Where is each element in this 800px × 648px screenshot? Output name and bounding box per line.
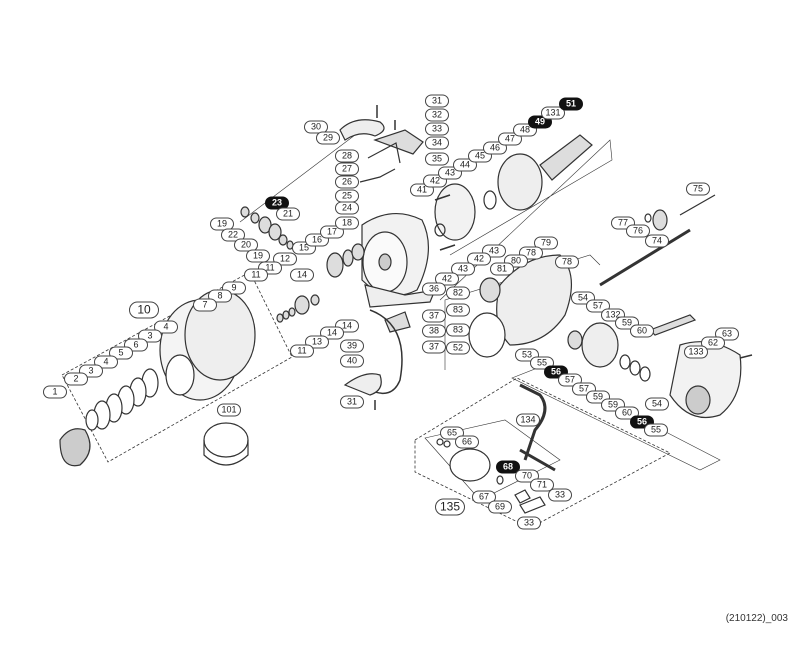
part-callout-134: 134 [516, 413, 540, 427]
part-callout-14: 14 [290, 268, 314, 282]
part-callout-42: 42 [467, 252, 491, 266]
part-callout-33: 33 [517, 516, 541, 530]
part-callout-25: 25 [335, 189, 359, 203]
part-callout-31: 31 [425, 94, 449, 108]
part-callout-52: 52 [446, 341, 470, 355]
part-callout-42: 42 [435, 272, 459, 286]
part-callout-71: 71 [530, 478, 554, 492]
part-callout-62: 62 [701, 336, 725, 350]
reel-frame [648, 314, 742, 419]
body-cover [434, 134, 593, 241]
screws [374, 105, 753, 410]
oscillation-shaft [599, 194, 716, 287]
part-callout-55: 55 [644, 423, 668, 437]
part-callout-69: 69 [488, 500, 512, 514]
part-callout-131: 131 [541, 106, 565, 120]
part-callout-39: 39 [340, 339, 364, 353]
part-callout-57: 57 [572, 382, 596, 396]
part-callout-27: 27 [335, 162, 359, 176]
part-callout-33: 33 [548, 488, 572, 502]
part-callout-33: 33 [425, 122, 449, 136]
part-callout-24: 24 [335, 201, 359, 215]
part-callout-54: 54 [645, 397, 669, 411]
handle-group-box [414, 377, 671, 529]
part-callout-83: 83 [446, 323, 470, 337]
part-callout-83: 83 [446, 303, 470, 317]
part-callout-79: 79 [534, 236, 558, 250]
rotor-group-line [239, 134, 356, 223]
part-callout-81: 81 [490, 262, 514, 276]
part-callout-36: 36 [422, 282, 446, 296]
part-callout-60: 60 [630, 324, 654, 338]
part-callout-43: 43 [451, 262, 475, 276]
part-callout-35: 35 [425, 152, 449, 166]
part-callout-29: 29 [316, 131, 340, 145]
part-callout-74: 74 [645, 234, 669, 248]
drive-gear [567, 322, 651, 382]
part-callout-40: 40 [340, 354, 364, 368]
part-callout-31: 31 [340, 395, 364, 409]
part-callout-7: 7 [193, 298, 217, 312]
part-callout-21: 21 [276, 207, 300, 221]
handle [436, 383, 556, 514]
part-callout-82: 82 [446, 286, 470, 300]
part-callout-133: 133 [684, 345, 708, 359]
part-callout-75: 75 [686, 182, 710, 196]
part-callout-11: 11 [244, 268, 268, 282]
part-callout-34: 34 [425, 136, 449, 150]
gearbox-body [468, 254, 573, 358]
part-callout-76: 76 [626, 224, 650, 238]
part-callout-101: 101 [217, 403, 241, 417]
bail-arm-top-parts [339, 119, 424, 183]
part-callout-28: 28 [335, 149, 359, 163]
part-callout-17: 17 [320, 225, 344, 239]
part-callout-67: 67 [472, 490, 496, 504]
part-callout-11: 11 [290, 344, 314, 358]
part-callout-68: 68 [496, 460, 520, 474]
part-callout-22: 22 [221, 228, 245, 242]
diagram-code: (210122)_003 [725, 613, 788, 624]
line-roller-parts [240, 206, 294, 250]
part-callout-54: 54 [571, 291, 595, 305]
part-callout-18: 18 [335, 216, 359, 230]
line-roller-arm [343, 373, 382, 396]
part-callout-10: 10 [129, 301, 159, 319]
rotor [361, 212, 436, 333]
part-callout-37: 37 [422, 309, 446, 323]
part-callout-38: 38 [422, 324, 446, 338]
part-callout-135: 135 [435, 498, 465, 516]
part-callout-37: 37 [422, 340, 446, 354]
drag-knob [59, 428, 91, 467]
part-callout-20: 20 [234, 238, 258, 252]
body-group-line [439, 139, 613, 301]
part-callout-1: 1 [43, 385, 67, 399]
part-callout-2: 2 [64, 372, 88, 386]
main-shaft-small-parts [276, 243, 365, 323]
bail-wire [369, 309, 403, 395]
part-callout-4: 4 [154, 320, 178, 334]
part-callout-19: 19 [246, 249, 270, 263]
gear-group-box [511, 366, 721, 471]
part-callout-66: 66 [455, 435, 479, 449]
part-callout-78: 78 [555, 255, 579, 269]
drag-washers [85, 368, 159, 431]
spool-spare-band [203, 422, 249, 466]
part-callout-26: 26 [335, 175, 359, 189]
part-callout-30: 30 [304, 120, 328, 134]
part-callout-51: 51 [559, 97, 583, 111]
part-callout-32: 32 [425, 108, 449, 122]
